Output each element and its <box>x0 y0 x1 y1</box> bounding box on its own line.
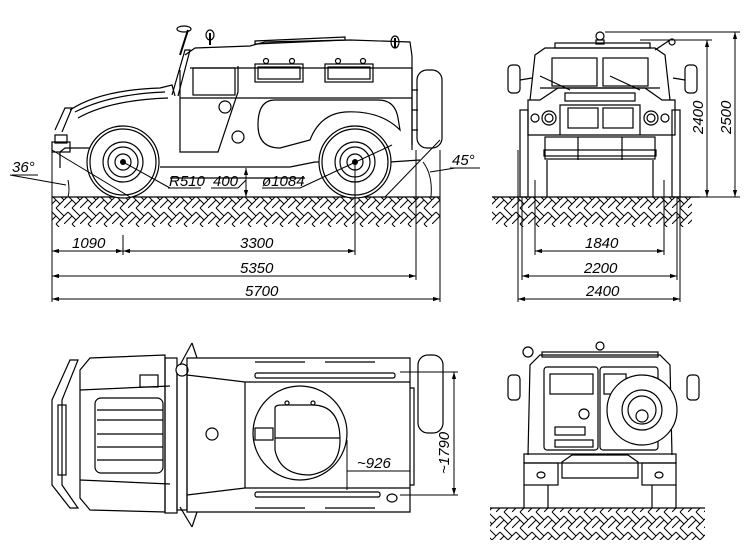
wheel-diameter-label: ø1084 <box>262 173 305 190</box>
top-spare-tire <box>417 354 444 434</box>
dim-height-overall: 2500 <box>718 32 738 197</box>
ground-clearance-label: 400 <box>213 173 239 190</box>
front-view: 2400 2500 1840 2200 2400 <box>492 31 740 302</box>
dim-roof-width: ~1790 <box>400 371 458 496</box>
front-vehicle-outline <box>507 31 698 198</box>
dim-front-overhang: 1090 <box>52 235 123 254</box>
rear-view <box>490 341 705 540</box>
wheel-diameter-annotation: ø1084 <box>262 144 393 190</box>
top-view: ~926 ~1790 <box>51 342 458 528</box>
overall-length-label: 5700 <box>245 283 279 300</box>
wheel-radius-annotation: R510 <box>122 161 206 190</box>
dim-body-length: 5350 <box>52 260 416 279</box>
body-length-label: 5350 <box>240 260 274 277</box>
front-overhang-label: 1090 <box>72 235 106 252</box>
departure-angle-annotation: 45° <box>384 139 480 198</box>
width-body-label: 2200 <box>583 260 618 277</box>
wheel-radius-label: R510 <box>169 173 206 190</box>
height-body-label: 2400 <box>690 100 707 135</box>
approach-angle-annotation: 36° <box>9 149 131 198</box>
top-vehicle-outline <box>51 342 444 528</box>
dim-height-body: 2400 <box>690 40 710 197</box>
dim-wheelbase: 3300 <box>123 235 355 254</box>
dim-hatch-offset: ~926 <box>346 440 410 490</box>
ground-clearance-annotation: 400 <box>211 168 249 197</box>
approach-angle-label: 36° <box>12 159 35 176</box>
dim-overall-length: 5700 <box>52 283 440 302</box>
dim-width-body: 2200 <box>522 260 677 279</box>
side-vehicle-outline <box>51 25 443 179</box>
roof-width-label: ~1790 <box>436 431 453 474</box>
departure-angle-label: 45° <box>452 152 475 169</box>
hatch-offset-label: ~926 <box>357 455 391 472</box>
side-ground-hatch <box>52 197 440 227</box>
width-overall-label: 2400 <box>585 283 620 300</box>
side-spare-tire <box>416 69 443 149</box>
rear-vehicle-outline <box>507 341 700 508</box>
side-view: 36° 45° R510 400 ø1084 <box>9 25 480 302</box>
height-overall-label: 2500 <box>718 100 735 135</box>
dim-track: 1840 <box>535 235 664 254</box>
track-label: 1840 <box>585 235 619 252</box>
wheelbase-label: 3300 <box>240 235 274 252</box>
dim-width-overall: 2400 <box>518 283 680 302</box>
